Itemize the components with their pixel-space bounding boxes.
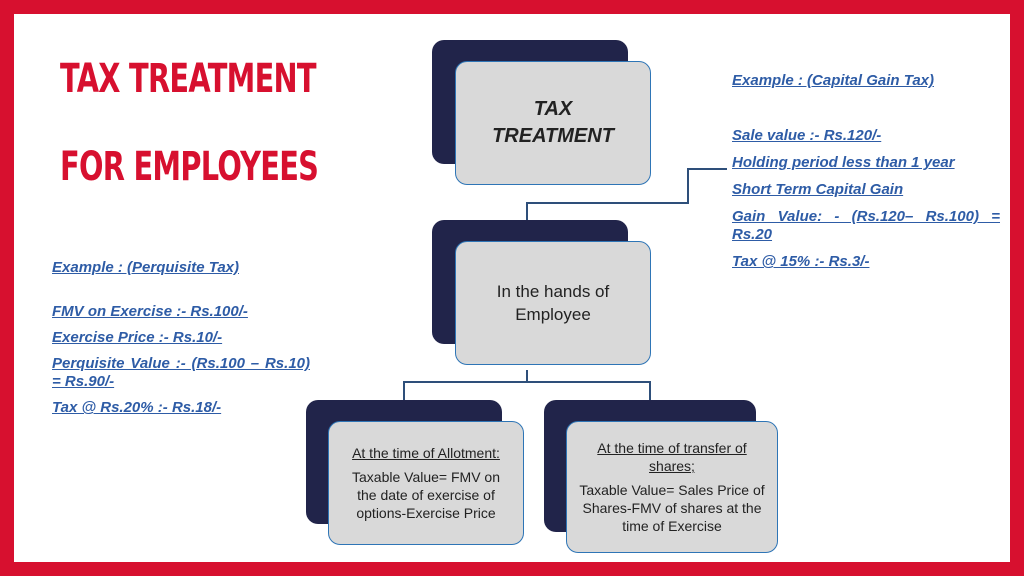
transfer-node: At the time of transfer of shares; Taxab… [566,421,778,553]
tax-treatment-node: TAX TREATMENT [455,61,651,185]
spacer [732,90,1000,127]
employee-node: In the hands of Employee [455,241,651,365]
perquisite-example-heading: Example : (Perquisite Tax) [52,259,240,276]
perquisite-example-line: Tax @ Rs.20% :- Rs.18/- [52,399,222,416]
spacer [52,277,310,303]
connector-to-example-vertical [687,168,689,204]
allotment-node-body: Taxable Value= FMV on the date of exerci… [352,469,500,521]
allotment-node-heading: At the time of Allotment: [352,445,500,461]
slide-title-line-2: FOR EMPLOYEES [60,144,319,190]
connector-to-right-leaf [649,381,651,401]
slide-title-line-1: TAX TREATMENT [60,56,317,102]
capital-gain-example-line: Short Term Capital Gain [732,181,904,198]
capital-gain-example-heading: Example : (Capital Gain Tax) [732,72,934,89]
tax-treatment-node-line-2: TREATMENT [492,125,614,147]
connector-to-example-horizontal [687,168,727,170]
capital-gain-example-line: Holding period less than 1 year [732,154,955,171]
connector-to-left-leaf [403,381,405,401]
capital-gain-example-line: Tax @ 15% :- Rs.3/- [732,253,870,270]
capital-gain-example-line: Gain Value: - (Rs.120– Rs.100) = Rs.20 [732,208,1000,243]
capital-gain-example-line: Sale value :- Rs.120/- [732,127,882,144]
perquisite-example-line: Perquisite Value :- (Rs.100 – Rs.10) = R… [52,355,310,390]
connector-top-to-example [526,202,688,204]
connector-branch [403,381,651,383]
connector-top-to-middle [526,202,528,222]
employee-node-line-2: Employee [515,305,591,324]
connector-middle-down [526,370,528,382]
perquisite-example-line: FMV on Exercise :- Rs.100/- [52,303,248,320]
tax-treatment-node-line-1: TAX [533,98,573,120]
transfer-node-body: Taxable Value= Sales Price of Shares-FMV… [579,482,765,534]
employee-node-line-1: In the hands of [496,282,610,301]
transfer-node-heading: At the time of transfer of shares; [597,440,747,474]
capital-gain-example: Example : (Capital Gain Tax) Sale value … [732,72,1000,271]
perquisite-example: Example : (Perquisite Tax) FMV on Exerci… [52,259,310,417]
allotment-node: At the time of Allotment: Taxable Value=… [328,421,524,545]
perquisite-example-line: Exercise Price :- Rs.10/- [52,329,223,346]
